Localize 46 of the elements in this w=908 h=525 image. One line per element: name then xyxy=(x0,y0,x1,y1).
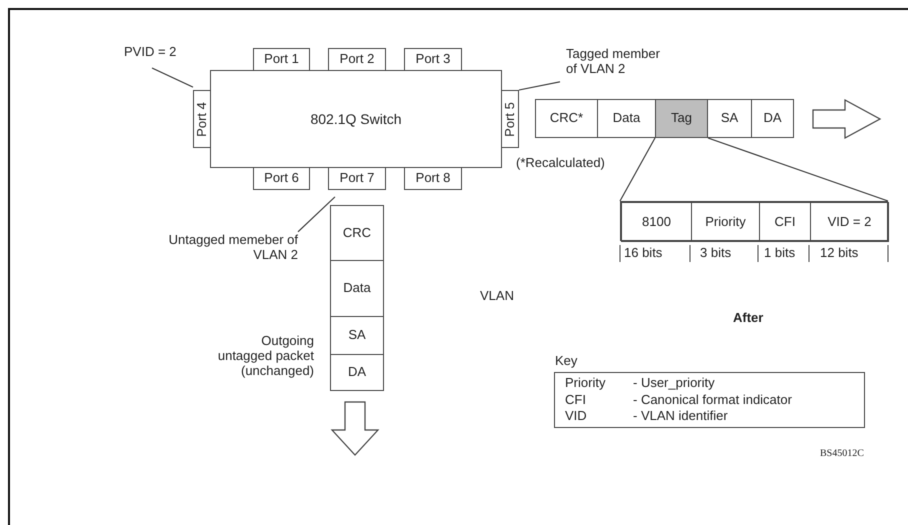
switch-box: 802.1Q Switch xyxy=(210,70,502,168)
key-description: - VLAN identifier xyxy=(633,409,728,424)
key-term: CFI xyxy=(565,392,586,408)
port-box: Port 5 xyxy=(501,90,519,148)
packet-field: Tag xyxy=(655,99,708,138)
leader-line xyxy=(152,68,194,88)
port-annotation: PVID = 2 xyxy=(124,42,194,62)
packet-field: Data xyxy=(330,260,384,317)
bit-width: 16 bits xyxy=(624,246,662,261)
bit-width: 1 bits xyxy=(764,246,796,261)
port-box: Port 1 xyxy=(253,48,310,71)
leader-line xyxy=(518,81,560,91)
figure-id: BS45012C xyxy=(820,448,864,460)
leader-line xyxy=(620,138,656,202)
packet-field: 8100 xyxy=(621,202,692,242)
port-box: Port 7 xyxy=(328,167,386,190)
key-term: Priority xyxy=(565,376,606,391)
bit-width: 12 bits xyxy=(820,246,858,261)
port-box: Port 6 xyxy=(253,167,310,190)
packet-field: CRC xyxy=(330,205,384,261)
port-box: Port 8 xyxy=(404,167,462,190)
port-box: Port 3 xyxy=(404,48,462,71)
packet-field: CRC* xyxy=(535,99,598,138)
key-description: - Canonical format indicator xyxy=(633,392,792,408)
key-description: - User_priority xyxy=(633,376,715,391)
packet-field: SA xyxy=(330,316,384,355)
key-heading: Key xyxy=(555,354,578,369)
leader-line xyxy=(298,196,336,232)
packet-field: CFI xyxy=(759,202,811,242)
packet-field: SA xyxy=(707,99,752,138)
packet-field: DA xyxy=(751,99,794,138)
tag-fields-box xyxy=(620,201,888,241)
bit-width: 3 bits xyxy=(700,246,732,261)
packet-field: DA xyxy=(330,354,384,391)
port-box: Port 2 xyxy=(328,48,386,71)
packet-caption: Outgoing untagged packet (unchanged) xyxy=(216,334,314,379)
port-annotation: Tagged member of VLAN 2 xyxy=(566,44,666,80)
leader-line xyxy=(708,137,888,202)
stage-label: After xyxy=(733,311,764,326)
port-annotation: Untagged memeber of VLAN 2 xyxy=(150,230,298,266)
packet-field: Priority xyxy=(691,202,760,242)
key-term: VID xyxy=(565,409,587,424)
packet-field: VID = 2 xyxy=(810,202,889,242)
vlan-label: VLAN xyxy=(480,289,514,304)
port-box: Port 4 xyxy=(193,90,211,148)
footnote: (*Recalculated) xyxy=(516,156,605,171)
